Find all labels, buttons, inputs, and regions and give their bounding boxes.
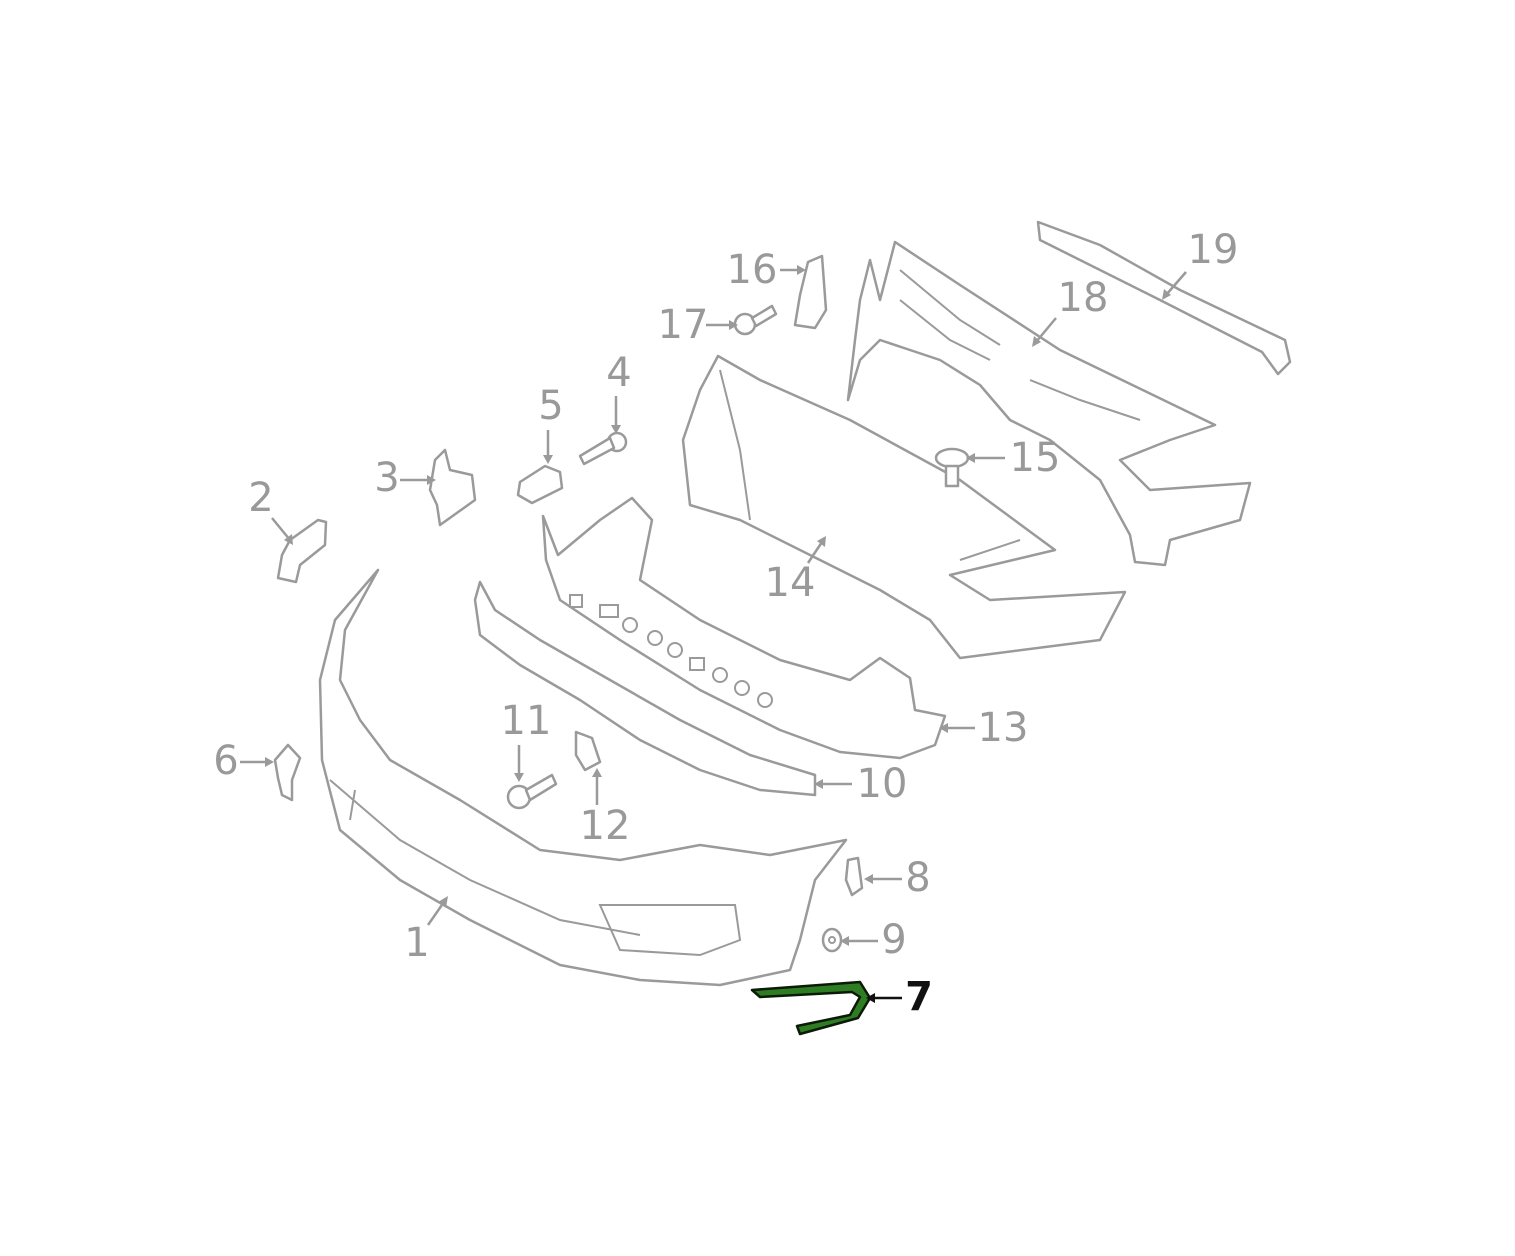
callout-9[interactable]: 9 bbox=[881, 917, 906, 963]
part-12[interactable] bbox=[574, 730, 602, 772]
callout-19[interactable]: 19 bbox=[1188, 227, 1239, 273]
part-10[interactable] bbox=[473, 580, 817, 797]
callout-1[interactable]: 1 bbox=[404, 920, 429, 966]
callout-2[interactable]: 2 bbox=[248, 475, 273, 521]
part-18[interactable] bbox=[846, 240, 1252, 567]
callout-18[interactable]: 18 bbox=[1058, 275, 1109, 321]
callout-15[interactable]: 15 bbox=[1010, 435, 1061, 481]
callout-13[interactable]: 13 bbox=[978, 705, 1029, 751]
callout-6[interactable]: 6 bbox=[213, 738, 238, 784]
callout-14[interactable]: 14 bbox=[765, 560, 816, 606]
part-3[interactable] bbox=[428, 448, 477, 527]
part-13-holes bbox=[569, 594, 773, 708]
callout-12[interactable]: 12 bbox=[580, 803, 631, 849]
callout-4[interactable]: 4 bbox=[606, 350, 631, 396]
callout-5[interactable]: 5 bbox=[538, 383, 563, 429]
callout-11[interactable]: 11 bbox=[501, 698, 552, 744]
part-9[interactable] bbox=[821, 927, 843, 953]
part-17[interactable] bbox=[733, 304, 778, 336]
callout-3[interactable]: 3 bbox=[374, 455, 399, 501]
leader-arrows bbox=[240, 265, 1187, 1003]
part-5[interactable] bbox=[516, 464, 564, 505]
part-18-detail bbox=[899, 269, 1141, 421]
part-4[interactable] bbox=[578, 431, 628, 466]
part-7[interactable] bbox=[750, 980, 872, 1036]
part-1-detail bbox=[329, 779, 742, 957]
callout-10[interactable]: 10 bbox=[857, 761, 908, 807]
callout-16[interactable]: 16 bbox=[727, 247, 778, 293]
part-14-detail bbox=[719, 369, 1021, 561]
callout-7[interactable]: 7 bbox=[905, 974, 933, 1020]
part-2[interactable] bbox=[276, 518, 328, 584]
part-16[interactable] bbox=[793, 254, 828, 330]
callout-17[interactable]: 17 bbox=[658, 302, 709, 348]
callout-8[interactable]: 8 bbox=[905, 855, 930, 901]
part-6[interactable] bbox=[273, 743, 302, 802]
part-11[interactable] bbox=[506, 773, 558, 810]
part-8[interactable] bbox=[844, 856, 864, 897]
part-14[interactable] bbox=[681, 354, 1127, 660]
part-1[interactable] bbox=[318, 568, 848, 987]
part-13[interactable] bbox=[541, 496, 947, 760]
